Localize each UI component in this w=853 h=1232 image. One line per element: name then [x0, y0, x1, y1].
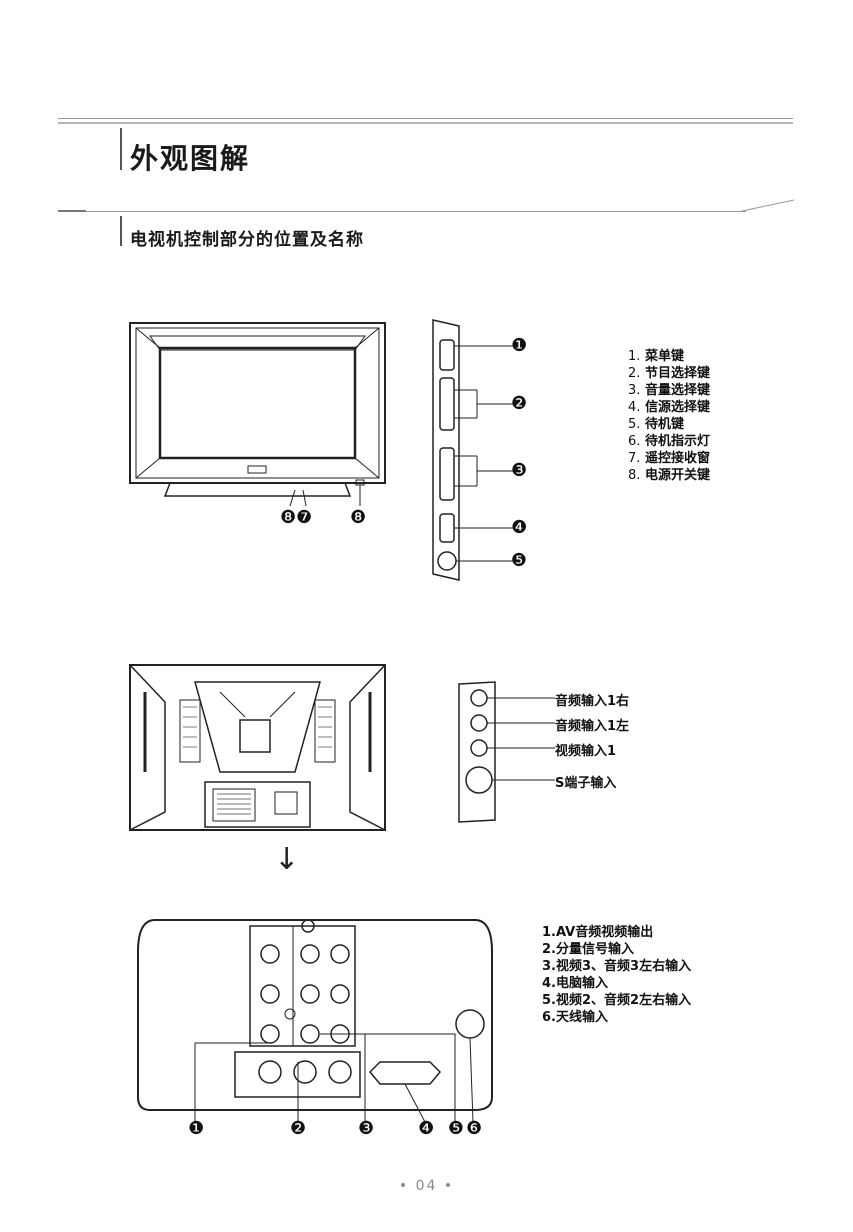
rear-terminal-panel: [137, 919, 493, 1123]
side-input-label: 音频输入1右: [555, 694, 630, 709]
legend-item: 4.电脑输入: [542, 976, 608, 991]
subtitle-bar: [120, 216, 122, 246]
page-title: 外观图解: [130, 142, 251, 175]
side-input-label: S端子输入: [555, 776, 617, 791]
page-number: • 04 •: [398, 1178, 455, 1194]
legend-item: 7.遥控接收窗: [628, 451, 711, 466]
tv-rear-diagram: [129, 664, 386, 831]
legend-item: 1.AV音频视频输出: [542, 925, 654, 940]
callout-4-rear: ❹: [418, 1118, 435, 1139]
legend-item: 6.待机指示灯: [628, 434, 711, 449]
callout-8-power: ❽: [350, 507, 367, 528]
legend-item: 1.菜单键: [628, 349, 685, 364]
legend-item: 3.视频3、音频3左右输入: [542, 959, 692, 974]
callout-7-front: ❼: [296, 507, 313, 528]
top-rule-2: [58, 122, 793, 124]
subtitle-rule: [86, 211, 746, 212]
callout-8-front: ❽: [280, 507, 297, 528]
callout-4-side: ❹: [511, 517, 528, 538]
callout-2-rear: ❷: [290, 1118, 307, 1139]
callout-5-rear: ❺: [448, 1118, 465, 1139]
side-av-panel: [458, 681, 555, 823]
title-bar: [120, 128, 122, 170]
side-input-label: 音频输入1左: [555, 719, 630, 734]
legend-item: 2.分量信号输入: [542, 942, 634, 957]
arrow-down-icon: ↓: [274, 842, 300, 877]
subtitle-rule-dark: [58, 210, 86, 212]
callout-5-side: ❺: [511, 550, 528, 571]
top-rule-1: [58, 118, 793, 119]
side-control-panel: [432, 319, 513, 581]
front-legend: 1.菜单键 2.节目选择键 3.音量选择键 4.信源选择键 5.待机键 6.待机…: [628, 348, 710, 484]
legend-item: 6.天线输入: [542, 1010, 608, 1025]
legend-item: 5.待机键: [628, 417, 685, 432]
legend-item: 4.信源选择键: [628, 400, 711, 415]
callout-6-rear: ❻: [466, 1118, 483, 1139]
callout-2-side: ❷: [511, 393, 528, 414]
legend-item: 2.节目选择键: [628, 366, 711, 381]
legend-item: 3.音量选择键: [628, 383, 711, 398]
tv-front-diagram: [129, 322, 386, 507]
legend-item: 5.视频2、音频2左右输入: [542, 993, 692, 1008]
side-input-label: 视频输入1: [555, 744, 617, 759]
callout-1-rear: ❶: [188, 1118, 205, 1139]
callout-1-side: ❶: [511, 335, 528, 356]
rear-legend: 1.AV音频视频输出 2.分量信号输入 3.视频3、音频3左右输入 4.电脑输入…: [542, 924, 691, 1026]
subtitle-rule-tail: [741, 199, 795, 212]
callout-3-rear: ❸: [358, 1118, 375, 1139]
legend-item: 8.电源开关键: [628, 468, 711, 483]
page-subtitle: 电视机控制部分的位置及名称: [130, 230, 364, 250]
callout-3-side: ❸: [511, 460, 528, 481]
